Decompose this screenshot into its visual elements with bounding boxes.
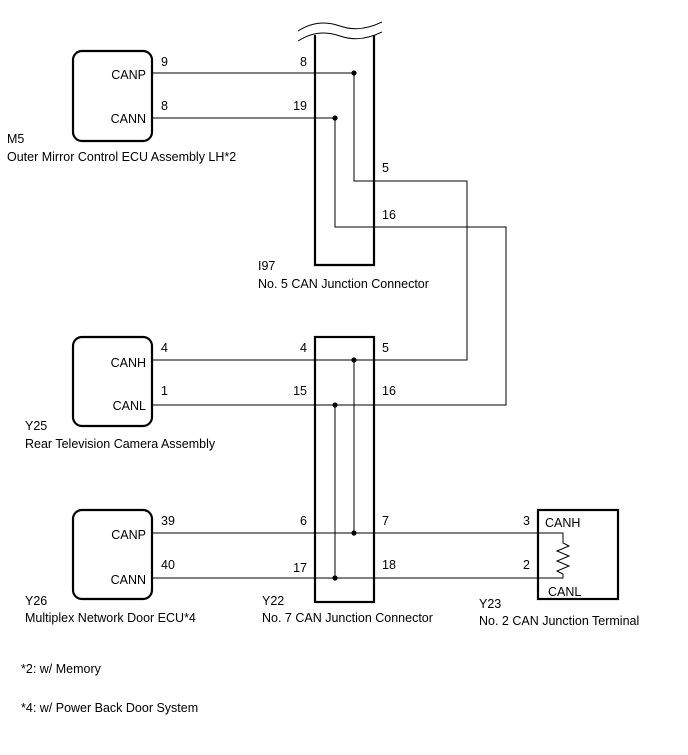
- i97-break-mark-upper: [297, 21, 383, 32]
- component-y23: CANH CANL 3 2 Y23 No. 2 CAN Junction Ter…: [479, 508, 639, 628]
- y22-pin-right-2: 16: [382, 384, 396, 398]
- m5-pin-canp-number: 9: [161, 55, 168, 69]
- y25-pin-canh-number: 4: [161, 341, 168, 355]
- wire-y22-internal-canl: [315, 404, 336, 579]
- y26-pin-canp-signal: CANP: [111, 528, 146, 542]
- y25-pin-canl-number: 1: [161, 384, 168, 398]
- m5-code: M5: [7, 132, 24, 146]
- component-y22: 4 15 6 17 5 16 7 18 Y22 No. 7 CAN Juncti…: [262, 335, 433, 625]
- m5-pin-cann-signal: CANN: [111, 112, 146, 126]
- component-i97: 8 19 5 16 I97 No. 5 CAN Junction Connect…: [258, 21, 429, 291]
- wires: [152, 72, 538, 579]
- y23-code: Y23: [479, 597, 501, 611]
- y22-name: No. 7 CAN Junction Connector: [262, 611, 433, 625]
- component-y25: CANH CANL 4 1 Y25 Rear Television Camera…: [25, 335, 216, 451]
- y26-pin-cann-number: 40: [161, 558, 175, 572]
- y23-pin-canh-signal: CANH: [545, 516, 580, 530]
- i97-pin-right-1: 5: [382, 161, 389, 175]
- y25-pin-canh-signal: CANH: [111, 356, 146, 370]
- m5-pin-canp-signal: CANP: [111, 68, 146, 82]
- i97-pin-left-2: 19: [293, 99, 307, 113]
- y25-box: [71, 335, 154, 428]
- y26-code: Y26: [25, 594, 47, 608]
- y26-pin-cann-signal: CANN: [111, 573, 146, 587]
- junction-dot: [332, 115, 338, 121]
- junction-dot: [351, 70, 357, 76]
- junction-dot: [332, 575, 338, 581]
- i97-break-mark-lower: [297, 31, 383, 42]
- junction-dots: [332, 70, 357, 581]
- y22-box: [313, 335, 376, 604]
- y22-code: Y22: [262, 594, 284, 608]
- wire-canh-bus-i97-to-y22: [315, 72, 468, 361]
- y22-pin-right-4: 18: [382, 558, 396, 572]
- i97-box: [313, 35, 376, 267]
- y22-pin-right-3: 7: [382, 514, 389, 528]
- y26-name: Multiplex Network Door ECU*4: [25, 611, 196, 625]
- junction-dot: [351, 530, 357, 536]
- y25-code: Y25: [25, 419, 47, 433]
- m5-pin-cann-number: 8: [161, 99, 168, 113]
- y26-pin-canp-number: 39: [161, 514, 175, 528]
- y23-pin-canl-number: 2: [523, 558, 530, 572]
- footnotes: *2: w/ Memory *4: w/ Power Back Door Sys…: [21, 662, 198, 715]
- wire-canl-bus-i97-to-y22: [315, 117, 507, 406]
- y23-pin-canl-signal: CANL: [548, 585, 581, 599]
- y22-pin-left-3: 6: [300, 514, 307, 528]
- y22-pin-left-4: 17: [293, 561, 307, 575]
- y25-pin-canl-signal: CANL: [113, 399, 146, 413]
- y23-name: No. 2 CAN Junction Terminal: [479, 614, 639, 628]
- component-m5: CANP CANN 9 8 M5 Outer Mirror Control EC…: [7, 49, 236, 164]
- y22-pin-right-1: 5: [382, 341, 389, 355]
- m5-name: Outer Mirror Control ECU Assembly LH*2: [7, 150, 236, 164]
- junction-dot: [351, 357, 357, 363]
- i97-pin-right-2: 16: [382, 208, 396, 222]
- y23-box: [536, 508, 620, 601]
- i97-code: I97: [258, 259, 275, 273]
- m5-box: [71, 49, 154, 143]
- junction-dot: [332, 402, 338, 408]
- y23-pin-canh-number: 3: [523, 514, 530, 528]
- y22-pin-left-2: 15: [293, 384, 307, 398]
- footnote-memory: *2: w/ Memory: [21, 662, 102, 676]
- y22-pin-left-1: 4: [300, 341, 307, 355]
- terminating-resistor-icon: [538, 532, 571, 579]
- i97-pin-left-1: 8: [300, 55, 307, 69]
- y26-box: [71, 508, 154, 601]
- footnote-power-back-door: *4: w/ Power Back Door System: [21, 701, 198, 715]
- component-y26: CANP CANN 39 40 Y26 Multiplex Network Do…: [25, 508, 196, 625]
- i97-name: No. 5 CAN Junction Connector: [258, 277, 429, 291]
- y25-name: Rear Television Camera Assembly: [25, 437, 216, 451]
